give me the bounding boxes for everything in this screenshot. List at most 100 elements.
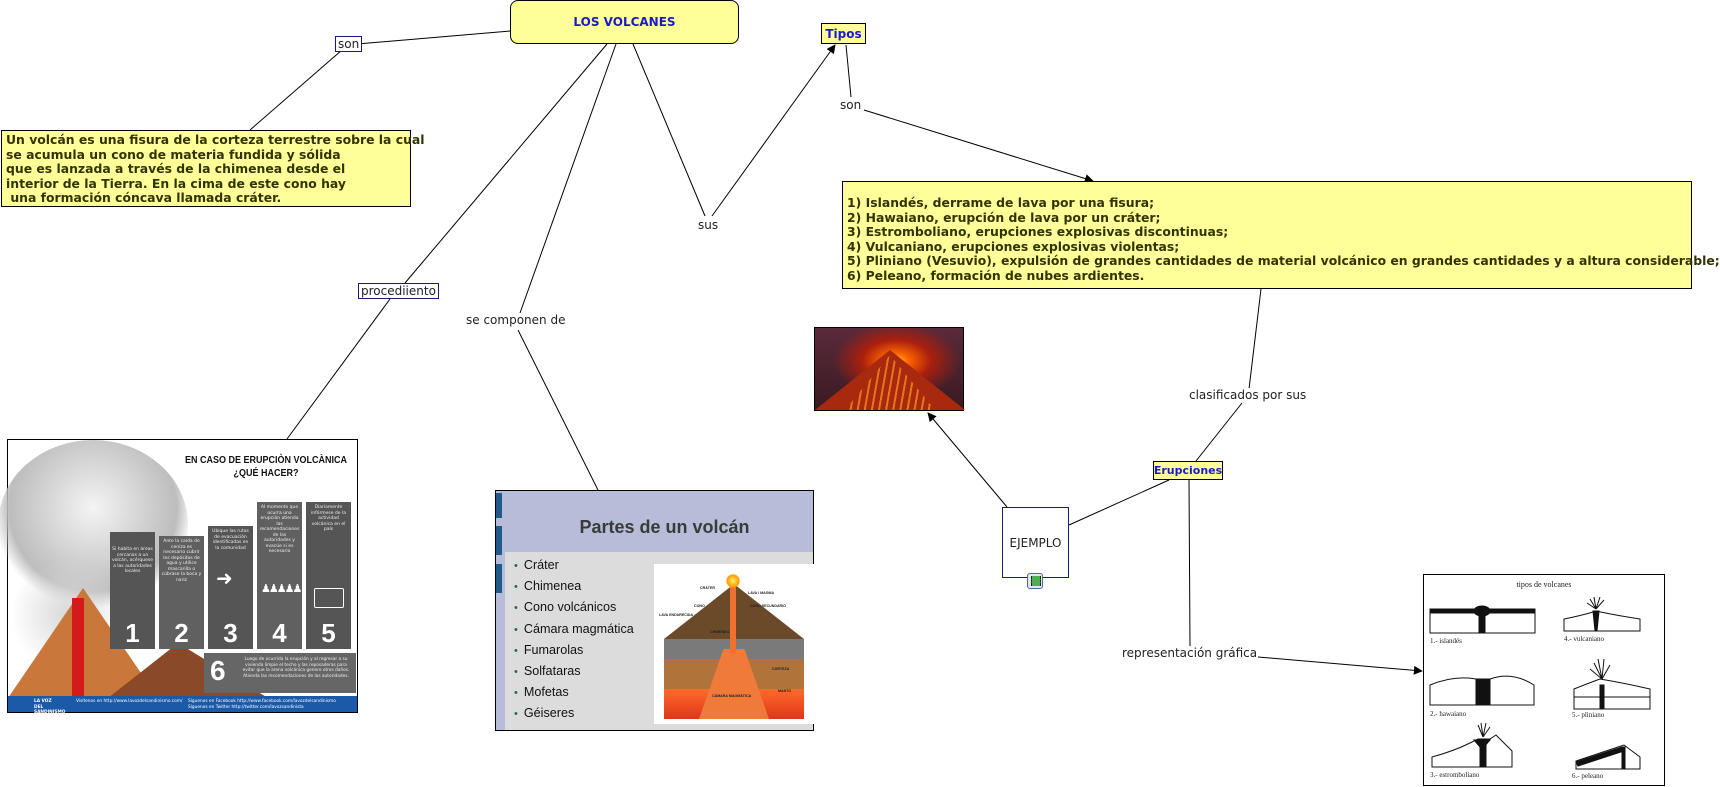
eruption-glow-shape [726,574,740,588]
type-caption: 4.- vulcaniano [1564,635,1605,643]
concept-tipos-label: Tipos [825,26,862,41]
type-item: 5) Pliniano (Vesuvio), expulsión de gran… [847,253,1720,269]
slide-title: Partes de un volcán [579,517,750,537]
slide-list-item: Géiseres [514,703,634,724]
types-drawings [1429,596,1651,770]
step-number: 5 [321,618,336,648]
link-label-son-right[interactable]: son [839,98,863,112]
chimney-vent-shape [730,579,736,654]
slide-left-bar [496,491,505,730]
link-label-se-componen-de[interactable]: se componen de [465,313,567,327]
type-caption: 6.- peleano [1572,772,1604,780]
step-number: 4 [272,618,287,648]
diagram-label: CONO [694,604,705,608]
step-text: Si habita en áreas cercanas a un volcán,… [112,547,153,574]
diagram-label: LAVA ENDURECIDA [659,613,694,617]
type-caption: 1.- islandés [1430,637,1462,645]
type-item: 2) Hawaiano, erupción de lava por un crá… [847,209,1161,225]
slide-list-item: Cono volcánicos [514,597,634,618]
type-drawing-islandes [1429,605,1536,634]
infographic-step-5: Diariamente infórmese de la actividad vo… [306,502,351,649]
people-group-icon: ♟♟♟♟♟ [261,582,302,595]
link-title-secomponen [519,43,617,314]
step-text: Luego de ocurrida la erupción y al regre… [242,657,350,679]
concept-tipos[interactable]: Tipos [821,23,866,44]
infographic-title-line: ¿QUÉ HACER? [233,468,299,479]
type-item: 6) Peleano, formación de nubes ardientes… [847,267,1145,283]
step-number: 3 [223,618,238,648]
definition-line: una formación cóncava llamada cráter. [6,190,282,206]
video-film-icon[interactable] [1027,573,1043,589]
link-procediiento-infographic [286,298,391,440]
link-son-definition [249,49,343,131]
slide-list-item: Chimenea [514,576,634,597]
type-item: 3) Estromboliano, erupciones explosivas … [847,224,1229,240]
type-drawing-peleano [1575,744,1641,770]
slide-parts-list: Cráter Chimenea Cono volcánicos Cámara m… [514,555,634,725]
step-text: Diariamente infórmese de la actividad vo… [311,505,346,532]
infographic-step-6: 6 Luego de ocurrida la erupción y al reg… [204,653,356,693]
types-figure-title: tipos de volcanes [1516,580,1572,589]
concept-erupciones-label: Erupciones [1153,464,1223,477]
link-label-son-left[interactable]: son [335,36,363,52]
step-number: 2 [174,618,189,648]
infographic-footer: LA VOZ DEL SANDINISMO Visítenos en http:… [8,696,357,715]
concept-ejemplo-label: EJEMPLO [1009,535,1062,550]
slide-list-item: Cráter [514,555,634,576]
link-tipos-son [845,44,852,98]
diagram-label: CRÁTER [700,586,715,590]
link-types-clasificados [1248,288,1262,390]
link-label-representacion-grafica[interactable]: representación gráfica [1121,646,1259,660]
link-erupciones-representacion [1188,479,1191,647]
volcano-types-figure[interactable]: tipos de volcanes [1423,574,1665,786]
concept-ejemplo[interactable]: EJEMPLO [1002,507,1069,578]
radio-icon [314,588,344,608]
link-label-clasificados-por-sus[interactable]: clasificados por sus [1188,388,1308,402]
diagram-label: CÁMARA MAGMÁTICA [712,694,752,698]
infographic-title-line: EN CASO DE ERUPCIÒN VOLCÀNICA [185,455,348,466]
link-title-procediiento [404,43,608,284]
type-caption: 2.- hawaiano [1430,710,1467,718]
concept-types-list[interactable]: 1) Islandés, derrame de lava por una fis… [842,181,1720,289]
footer-visit-text: Visítenos en http://www.lavozdelsandinis… [76,699,183,704]
erupting-volcano-image[interactable] [814,327,965,411]
step-text: Al momento que ocurra una erupción atien… [259,505,300,554]
link-label-procediiento[interactable]: procediiento [358,283,439,299]
infographic-title: EN CASO DE ERUPCIÒN VOLCÀNICA ¿QUÉ HACER… [185,454,347,480]
slide-list-item: Cámara magmática [514,619,634,640]
infographic-step-2: Ante la caída de ceniza es necesario cub… [159,536,204,649]
slide-list-item: Solfataras [514,661,634,682]
type-item: 1) Islandés, derrame de lava por una fis… [847,195,1155,210]
footer-facebook-text: Síguenos en Facebook http://www.facebook… [188,699,336,704]
concept-definition[interactable]: Un volcán es una fisura de la corteza te… [1,130,425,207]
step-number: 1 [125,618,140,648]
slide-list-item: Fumarolas [514,640,634,661]
concept-los-volcanes[interactable]: LOS VOLCANES [510,0,739,44]
link-title-son [356,30,511,45]
eruption-procedure-infographic[interactable]: EN CASO DE ERUPCIÒN VOLCÀNICA ¿QUÉ HACER… [0,439,358,715]
link-son-types [863,109,1094,183]
definition-line: se acumula un cono de materia fundida y … [6,146,341,162]
type-drawing-vulcaniano [1563,596,1641,632]
step-text: Ubique las rutas de evacuación identific… [212,529,249,551]
diagram-label: CONO SECUNDARIO [750,604,786,608]
slide-list-item: Mofetas [514,682,634,703]
diagram-label: MANTO [778,689,792,693]
slide-header-band [496,491,813,552]
type-item: 4) Vulcaniano, erupciones explosivas vio… [847,238,1180,254]
footer-brand: LA VOZ DEL SANDINISMO [34,699,66,715]
diagram-label: CORTEZA [772,667,790,671]
link-clasificados-erupciones [1195,402,1243,462]
step-text: Ante la caída de ceniza es necesario cub… [161,539,202,583]
link-title-sus [632,43,706,217]
link-erupciones-ejemplo [1068,479,1170,526]
volcano-parts-slide[interactable]: Partes de un volcán Cráter Chimenea Cono… [495,490,814,731]
definition-line: que es lanzada a través de la chimenea d… [6,161,346,177]
definition-line: interior de la Tierra. En la cima de est… [6,175,346,191]
link-representacion-types-figure [1257,656,1423,675]
concept-los-volcanes-label: LOS VOLCANES [573,15,676,29]
concept-erupciones[interactable]: Erupciones [1153,461,1223,480]
link-label-sus[interactable]: sus [697,218,720,232]
infographic-step-4: Al momento que ocurra una erupción atien… [257,502,302,649]
lava-channel-shape [72,598,84,698]
